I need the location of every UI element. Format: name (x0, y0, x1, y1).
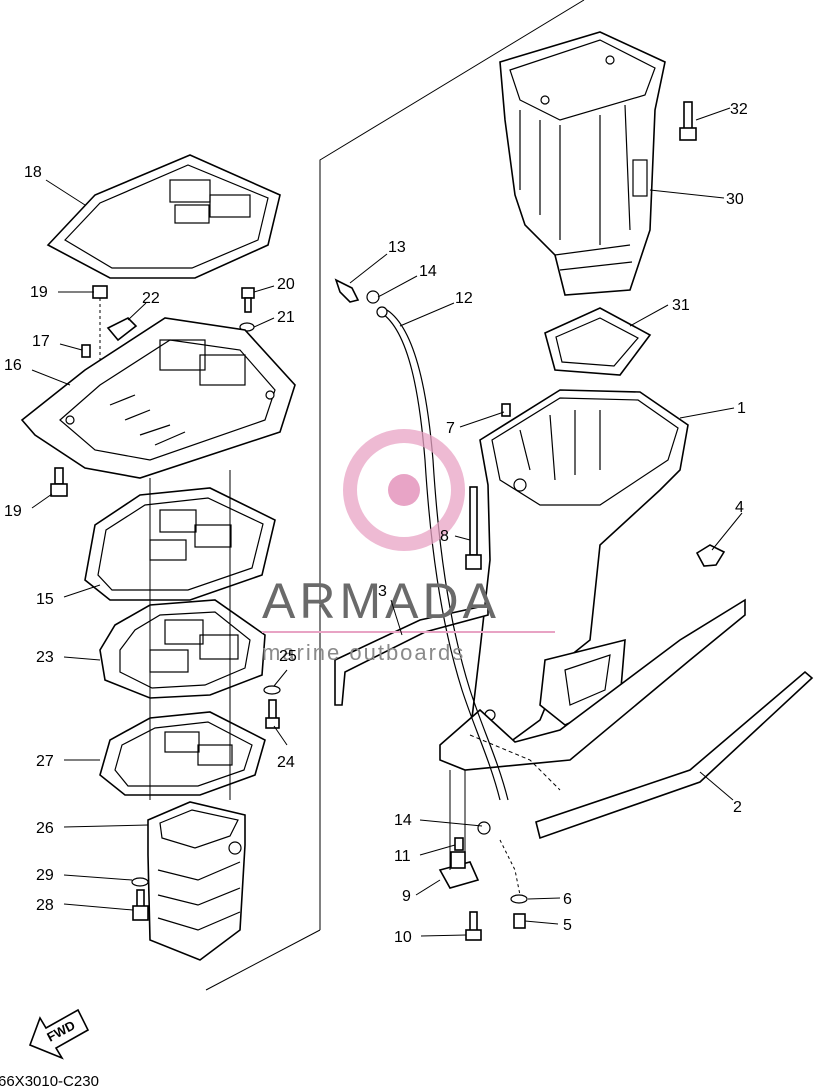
part-11-dowel[interactable] (454, 837, 464, 851)
watermark: ARMADA marine outboards (262, 429, 555, 665)
callout-24[interactable]: 24 (277, 754, 295, 771)
callout-10[interactable]: 10 (394, 929, 412, 946)
callout-30[interactable]: 30 (726, 191, 744, 208)
part-9-pipe-bracket[interactable] (438, 770, 480, 889)
watermark-brand: ARMADA (262, 573, 500, 629)
callout-18[interactable]: 18 (24, 164, 42, 181)
part-16-exhaust-guide[interactable] (20, 317, 296, 479)
callout-23[interactable]: 23 (36, 649, 54, 666)
part-8-long-bolt[interactable] (465, 486, 482, 570)
callout-14-upper[interactable]: 14 (419, 263, 437, 280)
callout-8[interactable]: 8 (440, 528, 449, 545)
part-23-spacer[interactable] (99, 599, 266, 699)
callout-11[interactable]: 11 (394, 848, 411, 865)
watermark-tagline: marine outboards (262, 640, 465, 665)
callout-6[interactable]: 6 (563, 891, 572, 908)
part-28-bolt[interactable] (132, 889, 149, 921)
part-30-oil-pan[interactable] (499, 31, 666, 296)
callout-4[interactable]: 4 (735, 499, 744, 516)
part-12-hose[interactable] (376, 306, 509, 801)
callout-29[interactable]: 29 (36, 867, 54, 884)
callout-31[interactable]: 31 (672, 297, 690, 314)
leader-lines (31, 107, 743, 937)
callout-27[interactable]: 27 (36, 753, 54, 770)
part-10-bolt[interactable] (465, 911, 482, 941)
part-19-bolt-lower[interactable] (50, 467, 68, 497)
callout-19-lower[interactable]: 19 (4, 503, 22, 520)
callout-5[interactable]: 5 (563, 917, 572, 934)
alignment-lines (149, 470, 231, 800)
part-13-fitting[interactable] (334, 278, 360, 303)
callout-32[interactable]: 32 (730, 101, 748, 118)
part-14-clip-lower[interactable] (477, 821, 491, 835)
callout-7[interactable]: 7 (446, 420, 455, 437)
part-31-seal[interactable] (544, 307, 652, 376)
callout-25[interactable]: 25 (279, 648, 297, 665)
part-2-rubber-seal[interactable] (535, 670, 814, 840)
part-29-washer[interactable] (131, 877, 149, 887)
callout-14-lower[interactable]: 14 (394, 812, 412, 829)
part-26-muffler[interactable] (147, 801, 246, 961)
part-20-bolt[interactable] (241, 287, 255, 313)
callout-9[interactable]: 9 (402, 888, 411, 905)
part-25-washer[interactable] (263, 685, 281, 695)
callout-19-upper[interactable]: 19 (30, 284, 48, 301)
callout-21[interactable]: 21 (277, 309, 295, 326)
part-27-gasket[interactable] (99, 711, 266, 796)
callout-3[interactable]: 3 (378, 583, 387, 600)
callout-12[interactable]: 12 (455, 290, 473, 307)
part-7-dowel[interactable] (501, 403, 511, 417)
callout-28[interactable]: 28 (36, 897, 54, 914)
watermark-logo (343, 429, 465, 551)
callout-13[interactable]: 13 (388, 239, 406, 256)
part-14-clip-upper[interactable] (366, 290, 380, 304)
part-22-fitting[interactable] (106, 317, 138, 342)
part-17-dowel[interactable] (81, 344, 91, 358)
part-4-grommet[interactable] (695, 544, 726, 567)
callout-26[interactable]: 26 (36, 820, 54, 837)
part-15-gasket[interactable] (84, 487, 276, 601)
part-6-washer[interactable] (510, 894, 528, 904)
part-5-bolt[interactable] (513, 913, 526, 929)
callout-15[interactable]: 15 (36, 591, 54, 608)
callout-22[interactable]: 22 (142, 290, 160, 307)
part-24-bolt[interactable] (265, 699, 280, 729)
callout-1[interactable]: 1 (737, 400, 746, 417)
group-frame (205, 0, 585, 991)
part-18-gasket[interactable] (46, 154, 281, 279)
fwd-arrow: FWD (28, 1008, 90, 1060)
callout-20[interactable]: 20 (277, 276, 295, 293)
callout-2[interactable]: 2 (733, 799, 742, 816)
drawing-number: 66X3010-C230 (0, 1073, 99, 1089)
callout-16[interactable]: 16 (4, 357, 22, 374)
callouts: 32 30 31 1 4 7 8 3 2 6 5 10 9 11 14 13 1… (4, 101, 748, 946)
callout-17[interactable]: 17 (32, 333, 50, 350)
part-32-bolt[interactable] (679, 101, 697, 141)
